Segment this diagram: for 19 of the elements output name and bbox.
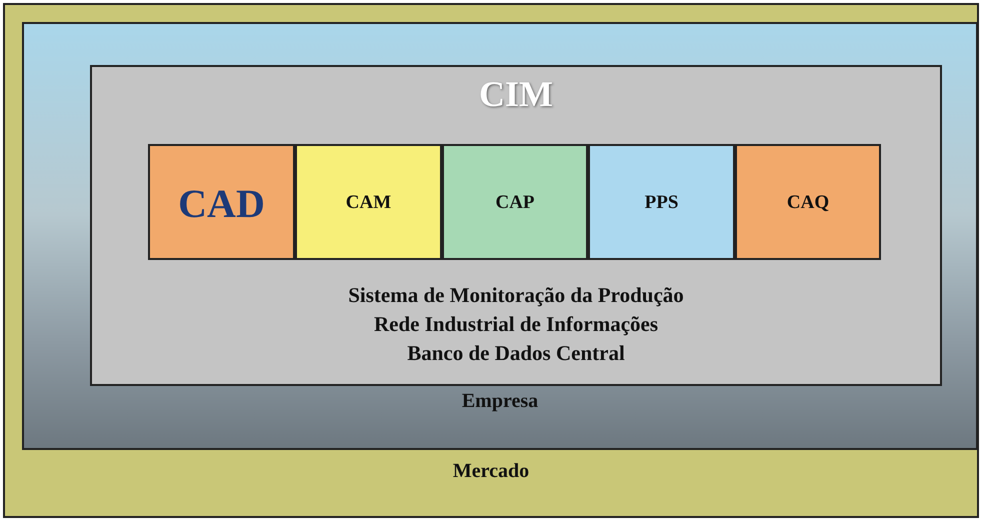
inner-panel [90, 65, 942, 386]
panel-line: Sistema de Monitoração da Produção [348, 283, 684, 308]
module-label: CAP [495, 192, 535, 214]
panel-title: CIM [479, 73, 553, 115]
module-label: CAM [346, 192, 392, 214]
panel-line: Rede Industrial de Informações [374, 312, 658, 337]
module-label: CAD [178, 180, 265, 227]
band-panel [22, 22, 978, 450]
module-box [295, 144, 442, 260]
module-box [735, 144, 881, 260]
module-box [588, 144, 735, 260]
module-label: CAQ [786, 192, 830, 214]
outer-panel [3, 3, 979, 518]
module-box [148, 144, 295, 260]
module-box [442, 144, 588, 260]
panel-line: Banco de Dados Central [407, 341, 625, 366]
panel-label: Mercado [452, 460, 530, 483]
panel-label: Empresa [462, 390, 538, 413]
module-label: PPS [644, 192, 678, 214]
